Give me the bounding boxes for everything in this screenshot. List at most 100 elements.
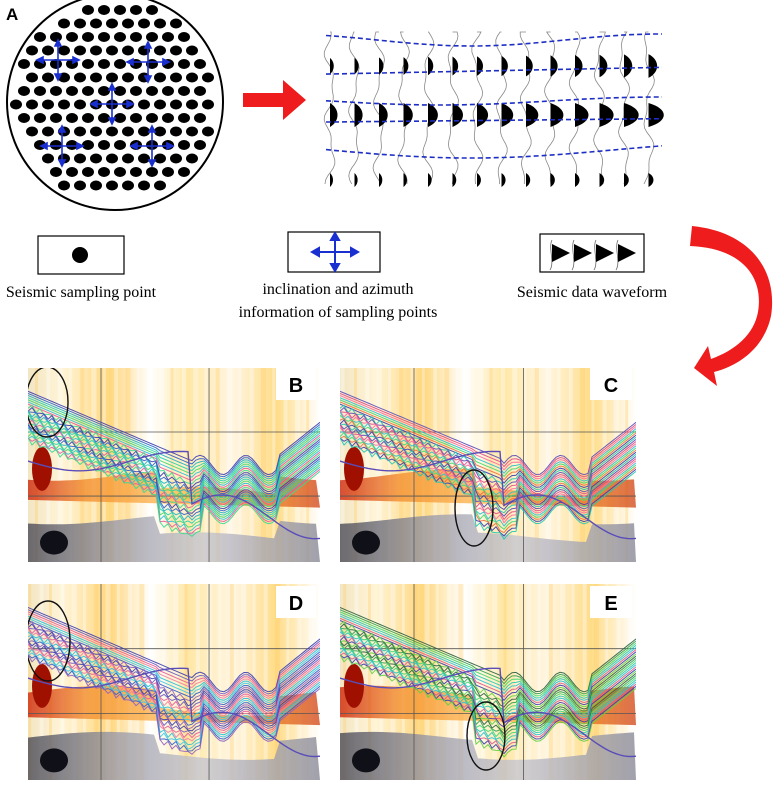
- horizon-line: [340, 615, 636, 701]
- sampling-point-dot: [170, 99, 182, 110]
- horizon-line: [28, 654, 320, 755]
- horizon-line: [28, 620, 320, 708]
- sampling-point-dot: [178, 59, 190, 69]
- sampling-point-dot: [42, 72, 54, 83]
- sampling-point-dot: [34, 86, 46, 96]
- sampling-point-dot: [58, 18, 70, 29]
- horizon-line: [340, 631, 636, 722]
- horizon-line: [340, 647, 636, 745]
- horizon-line: [28, 395, 320, 480]
- waveform-peak: [403, 57, 409, 75]
- horizon-line: [28, 631, 320, 719]
- horizon-line: [28, 431, 320, 524]
- sampling-point-dot: [90, 126, 102, 137]
- sampling-point-dot: [10, 99, 22, 110]
- waveform-peak: [354, 103, 363, 127]
- panel-label-d: D: [289, 593, 303, 615]
- sampling-point-dot: [162, 113, 174, 123]
- sampling-disk: [6, 0, 224, 211]
- horizon-line: [28, 414, 320, 502]
- horizon-line: [28, 647, 320, 742]
- waveform-peak: [379, 173, 383, 187]
- horizon-dashed-line: [325, 66, 663, 75]
- horizon-line: [340, 613, 636, 699]
- sampling-point-dot: [74, 45, 86, 56]
- sampling-point-dot: [130, 113, 142, 123]
- sampling-point-dot: [170, 72, 182, 83]
- panel-label-d-box: D: [276, 586, 316, 618]
- sampling-point-dot: [66, 86, 78, 96]
- horizon-dashed-line: [325, 145, 663, 159]
- waveform-peak: [428, 103, 438, 127]
- sampling-point-dot: [146, 86, 158, 96]
- sampling-point-dot: [18, 59, 30, 69]
- horizon-line: [340, 431, 636, 527]
- direction-arrows-icon: [35, 38, 81, 82]
- sampling-point-dot: [90, 45, 102, 56]
- sampling-point-dot: [42, 99, 54, 110]
- direction-arrows-icon: [309, 230, 361, 274]
- strong-reflector: [40, 530, 68, 555]
- horizon-line: [340, 424, 636, 521]
- waveform-peak: [575, 173, 580, 187]
- sampling-point-dot: [50, 113, 62, 123]
- waveform-peak: [501, 173, 506, 187]
- horizon-line: [340, 620, 636, 708]
- horizon-line: [28, 423, 320, 513]
- strong-reflector: [32, 663, 52, 708]
- red-arrow-right-icon: [243, 80, 306, 120]
- sampling-point-dot: [130, 5, 142, 15]
- sampling-point-dot: [98, 5, 110, 15]
- horizon-line: [28, 406, 320, 493]
- sampling-point-dot: [42, 126, 54, 137]
- sampling-point-dot: [186, 45, 198, 56]
- sampling-point-dot: [66, 113, 78, 123]
- waveform-peak: [599, 173, 605, 187]
- waveform-peak: [550, 55, 558, 77]
- sampling-point-dot: [98, 113, 110, 123]
- sampling-point-dot: [138, 126, 150, 137]
- sampling-point-dot: [186, 153, 198, 164]
- sampling-point-dot: [138, 18, 150, 29]
- horizon-line: [28, 417, 320, 504]
- sampling-point-dot: [170, 18, 182, 29]
- horizon-line: [28, 404, 320, 491]
- horizon-line: [340, 414, 636, 504]
- horizon-line: [28, 615, 320, 701]
- horizon-line: [340, 417, 636, 507]
- horizon-line: [28, 399, 320, 484]
- horizon-dashed-line: [325, 96, 662, 106]
- strong-reflector: [32, 446, 52, 491]
- horizon-line: [28, 611, 320, 697]
- seismic-trace: [618, 31, 631, 185]
- sampling-point-dot: [42, 45, 54, 56]
- sampling-point-dot: [98, 59, 110, 69]
- horizon-line: [340, 627, 636, 712]
- horizon-line: [340, 404, 636, 491]
- sampling-point-dot: [154, 180, 166, 191]
- horizon-line: [340, 627, 636, 715]
- sampling-point-dot: [178, 113, 190, 123]
- horizon-line: [340, 437, 636, 541]
- sampling-point-dot: [82, 167, 94, 177]
- seismic-trace: [372, 31, 385, 185]
- sampling-point-dot: [50, 167, 62, 177]
- waveform-peak: [550, 103, 564, 127]
- sampling-point-dot: [170, 153, 182, 164]
- sampling-point-dot: [186, 72, 198, 83]
- sampling-point-dot: [162, 167, 174, 177]
- legend-inclination-label-line2: information of sampling points: [239, 304, 438, 321]
- sampling-point-dot: [66, 32, 78, 42]
- horizon-line: [28, 607, 320, 693]
- sampling-point-dot: [194, 59, 206, 69]
- sampling-point-dot: [90, 180, 102, 191]
- panel-label-c: C: [604, 375, 618, 397]
- panel-label-b: B: [289, 375, 303, 397]
- sampling-point-dot: [34, 113, 46, 123]
- waveform-peak: [501, 55, 508, 77]
- horizon-line: [28, 620, 320, 706]
- horizon-line: [340, 623, 636, 710]
- horizon-line: [340, 424, 636, 517]
- sampling-point-dot: [130, 86, 142, 96]
- horizon-line: [28, 411, 320, 499]
